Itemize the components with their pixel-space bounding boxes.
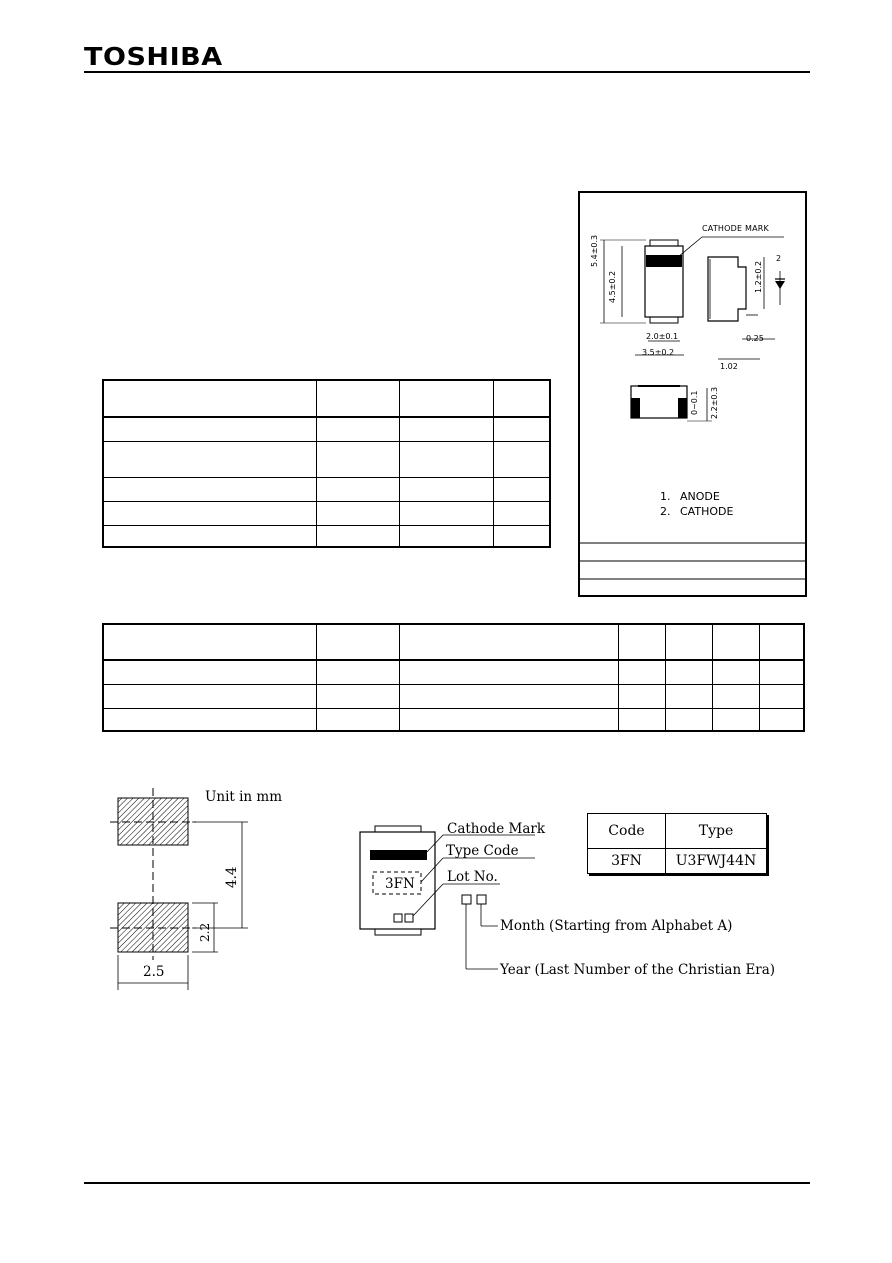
header-type: Type (665, 813, 767, 849)
unit-label: Unit in mm (205, 789, 283, 805)
dim-lead-thickness: 0.25 (746, 334, 764, 343)
cathode-mark-text: Cathode Mark (447, 821, 546, 837)
table-row (102, 524, 551, 548)
marking-drawing (359, 825, 535, 936)
code-type-table: Code Type 3FN U3FWJ44N (587, 813, 767, 874)
table-row (102, 379, 551, 418)
cell-code: 3FN (587, 848, 666, 874)
month-label: Month (Starting from Alphabet A) (500, 918, 733, 934)
pin-2: 2.CATHODE (660, 505, 734, 518)
pin-1: 1.ANODE (660, 490, 720, 503)
dim-height-body: 4.5±0.2 (608, 270, 617, 303)
dim-pad-width: 2.5 (143, 964, 165, 980)
table-row (102, 476, 551, 502)
dim-spacing: 4.4 (224, 866, 240, 888)
characteristics-table (102, 623, 805, 732)
lot-no-label: Lot No. (447, 869, 498, 885)
type-code-label: Type Code (446, 843, 519, 859)
dim-pad-height: 2.2 (198, 922, 212, 942)
footer-rule (84, 1182, 810, 1184)
dim-thickness: 2.2±0.3 (710, 386, 719, 419)
table-row: Code Type (587, 813, 767, 849)
dim-height-total: 5.4±0.3 (590, 234, 599, 267)
toshiba-logo: TOSHIBA (84, 42, 223, 71)
dim-lead-length: 1.02 (720, 362, 738, 371)
package-drawing (580, 236, 805, 580)
ratings-table (102, 379, 551, 548)
package-outline-box: CATHODE MARK 5.4±0.3 4.5±0.2 2.0±0.1 3.5… (578, 191, 807, 597)
pin-list: 1.ANODE 2.CATHODE (660, 489, 733, 519)
dim-width-body: 3.5±0.2 (642, 348, 675, 357)
year-label: Year (Last Number of the Christian Era) (500, 962, 776, 978)
table-row: 3FN U3FWJ44N (587, 848, 767, 874)
table-row (102, 440, 551, 478)
table-row (102, 707, 805, 732)
table-row (102, 500, 551, 526)
dim-standoff: 0~0.1 (690, 390, 699, 415)
table-row (102, 623, 805, 661)
table-row (102, 683, 805, 709)
footprint-drawing (110, 788, 248, 990)
header-code: Code (587, 813, 666, 849)
dim-side-height: 1.2±0.2 (754, 260, 763, 293)
cathode-mark-label: CATHODE MARK (702, 224, 769, 233)
table-row (102, 416, 551, 442)
header-rule (84, 71, 810, 73)
lot-number-boxes (461, 894, 498, 970)
table-row (102, 659, 805, 685)
cell-type: U3FWJ44N (665, 848, 767, 874)
dim-width-terminal: 2.0±0.1 (646, 332, 679, 341)
pin2-number: 2 (776, 254, 782, 263)
type-code-value: 3FN (385, 876, 415, 892)
